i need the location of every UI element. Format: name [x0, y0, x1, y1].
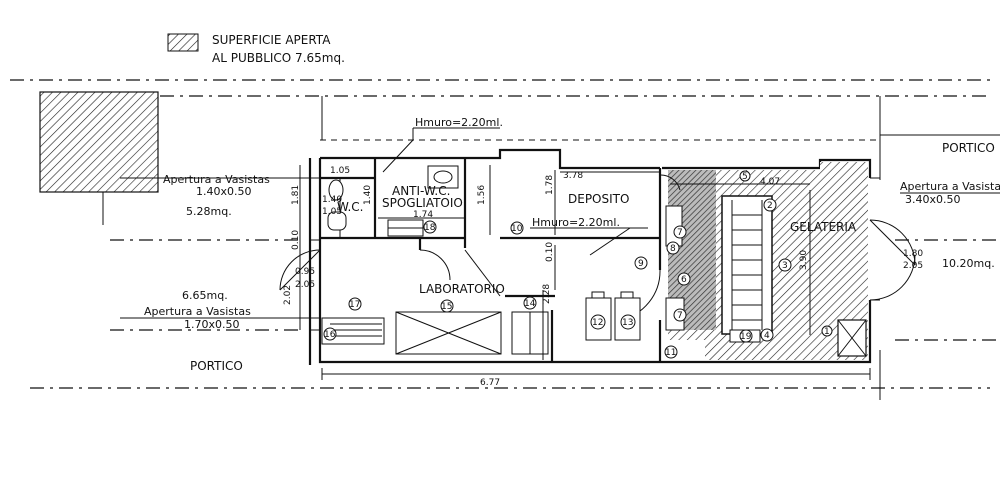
dim-1-40-vertical: 1.40 — [363, 185, 373, 205]
portico-left-label: PORTICO — [190, 359, 243, 373]
dim-1-78: 1.78 — [545, 175, 555, 195]
legend: SUPERFICIE APERTA AL PUBBLICO 7.65mq. — [167, 33, 345, 65]
marker-9: 9 — [638, 259, 644, 269]
equipment-markers: 1 2 3 4 5 6 7 7 8 9 10 11 12 13 14 15 16… — [323, 170, 833, 359]
site-boundary-lines — [10, 79, 1000, 400]
marker-14: 14 — [524, 299, 536, 309]
dim-4-07: 4.07 — [760, 177, 780, 187]
marker-18: 18 — [424, 223, 436, 233]
marker-11: 11 — [665, 348, 676, 358]
apertura-left-bottom-dim: 1.70x0.50 — [184, 318, 240, 331]
display-case-grid — [731, 200, 763, 330]
dim-3-90: 3.90 — [799, 250, 809, 270]
area-10-20: 10.20mq. — [942, 257, 995, 270]
annotations: Hmuro=2.20ml. Hmuro=2.20ml. Apertura a V… — [144, 116, 1000, 331]
dim-1-05-bottom: 1.05 — [322, 207, 342, 217]
dim-1-74: 1.74 — [413, 210, 433, 220]
marker-12: 12 — [592, 318, 603, 328]
counter-display-case — [721, 195, 773, 335]
apertura-left-bottom: Apertura a Vasistas — [144, 305, 251, 318]
dim-1-40: 1.40 — [322, 195, 342, 205]
area-5-28: 5.28mq. — [186, 205, 232, 218]
apertura-right: Apertura a Vasistas — [900, 180, 1000, 193]
marker-7b: 7 — [677, 311, 683, 321]
adjacent-building-hatched — [39, 91, 159, 193]
dim-0-10-left: 0.10 — [291, 230, 301, 250]
marker-10: 10 — [511, 224, 523, 234]
room-deposito: DEPOSITO — [568, 192, 629, 206]
dim-1-81: 1.81 — [291, 185, 301, 205]
marker-6: 6 — [681, 275, 687, 285]
marker-15: 15 — [441, 302, 452, 312]
marker-5: 5 — [742, 172, 748, 182]
room-spogliatoio: SPOGLIATOIO — [382, 196, 463, 210]
dimension-labels: 1.05 1.81 1.40 1.40 1.05 1.56 1.78 3.78 … — [283, 166, 923, 388]
legend-line-1: SUPERFICIE APERTA — [212, 33, 331, 47]
toilet — [328, 179, 344, 201]
dim-2-28: 2.28 — [542, 284, 552, 304]
hmuro-mid: Hmuro=2.20ml. — [532, 216, 620, 229]
marker-19: 19 — [740, 332, 752, 342]
dim-0-10-mid: 0.10 — [545, 242, 555, 262]
dimension-lines — [299, 165, 871, 380]
dim-2-05-left: 2.05 — [295, 280, 315, 290]
room-labels: W.C. ANTI-W.C. SPOGLIATOIO DEPOSITO LABO… — [190, 141, 995, 373]
dim-1-05-top: 1.05 — [330, 166, 350, 176]
marker-13: 13 — [622, 318, 633, 328]
room-anti-wc: ANTI-W.C. — [392, 184, 450, 198]
gelateria-hatched-area — [668, 162, 868, 360]
hmuro-top: Hmuro=2.20ml. — [415, 116, 503, 129]
bathroom-fixtures — [327, 165, 459, 237]
exterior-walls — [308, 148, 880, 365]
legend-line-2: AL PUBBLICO 7.65mq. — [212, 51, 345, 65]
room-gelateria: GELATERIA — [790, 220, 857, 234]
marker-3: 3 — [782, 261, 788, 271]
marker-16: 16 — [324, 330, 336, 340]
dim-1-80: 1.80 — [903, 249, 923, 259]
dim-6-77: 6.77 — [480, 378, 500, 388]
marker-4: 4 — [764, 331, 770, 341]
legend-hatch-swatch — [167, 33, 199, 52]
portico-right-label: PORTICO — [942, 141, 995, 155]
marker-7a: 7 — [677, 228, 683, 238]
apertura-right-dim: 3.40x0.50 — [905, 193, 961, 206]
dim-3-78: 3.78 — [563, 171, 583, 181]
apertura-left-top: Apertura a Vasistas — [163, 173, 270, 186]
marker-17: 17 — [349, 300, 360, 310]
marker-2: 2 — [767, 201, 773, 211]
dim-2-05-right: 2.05 — [903, 261, 923, 271]
marker-1: 1 — [824, 327, 830, 337]
area-6-65: 6.65mq. — [182, 289, 228, 302]
room-laboratorio: LABORATORIO — [419, 282, 505, 296]
marker-8: 8 — [670, 244, 676, 254]
dim-1-56: 1.56 — [477, 185, 487, 205]
dim-0-95: 0.95 — [295, 267, 315, 277]
laboratorio-equipment — [321, 205, 761, 355]
dim-2-02: 2.02 — [283, 285, 293, 305]
leader-lines — [120, 127, 1000, 319]
apertura-left-top-dim: 1.40x0.50 — [196, 185, 252, 198]
room-wc: W.C. — [337, 200, 364, 214]
